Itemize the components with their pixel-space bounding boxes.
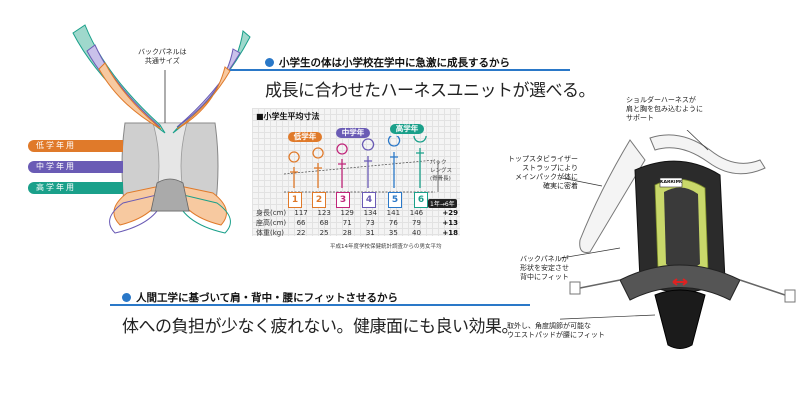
diff-header: 1年→6年 — [428, 199, 457, 208]
section1-heading-row: 小学生の体は小学校在学中に急激に成長するから — [265, 55, 510, 70]
callout-top-stabilizer: トップスタビライザー ストラップにより メインパックが体に 確実に密着 — [508, 155, 578, 190]
callout-back-panel: バックパネルが 形状を安定させ 背中にフィット — [520, 255, 569, 281]
table-row: 身長(cm) 117 123 129 134 141 146 +29 — [256, 209, 458, 217]
child-figures — [283, 136, 439, 193]
grade-pill-list: 低学年用 中学年用 高学年用 — [28, 140, 123, 194]
chart-title: ■小学生平均寸法 — [256, 112, 320, 121]
grade-pill-mid: 中学年用 — [28, 161, 123, 173]
grade-label-high: 高学年 — [390, 124, 424, 134]
harness-illustration — [72, 24, 251, 234]
average-size-chart: ■小学生平均寸法 低学年 中学年 高学年 バック レングス (脊骨長) 1 2 … — [252, 108, 460, 238]
section2-heading-row: 人間工学に基づいて肩・背中・腰にフィットさせるから — [122, 290, 398, 305]
section1-heading: 小学生の体は小学校在学中に急激に成長するから — [279, 57, 510, 69]
grade-pill-high: 高学年用 — [28, 182, 123, 194]
section1-subheading: 成長に合わせたハーネスユニットが選べる。 — [265, 81, 596, 101]
table-row: 座高(cm) 66 68 71 73 76 79 +13 — [256, 219, 458, 227]
grade-pill-low: 低学年用 — [28, 140, 123, 152]
stats-table: 身長(cm) 117 123 129 134 141 146 +29 座高(cm… — [254, 208, 460, 238]
back-length-annotation: バック レングス (脊骨長) — [430, 160, 453, 182]
chart-source-note: 平成14年度学校保健統計調査からの男女平均 — [330, 244, 442, 250]
grade-number-3: 3 — [336, 192, 350, 208]
grade-number-5: 5 — [388, 192, 402, 208]
grade-number-2: 2 — [312, 192, 326, 208]
grade-label-mid: 中学年 — [336, 128, 370, 138]
section1-rule — [230, 69, 570, 71]
callout-shoulder-harness: ショルダーハーネスが 肩と胸を包み込むように サポート — [626, 96, 703, 122]
grade-label-low: 低学年 — [288, 132, 322, 142]
bullet-icon — [265, 58, 274, 67]
bullet-icon — [122, 293, 131, 302]
table-row: 体重(kg) 22 25 28 31 35 40 +18 — [256, 229, 458, 237]
section2-subheading: 体への負担が少なく疲れない。健康面にも良い効果。 — [122, 317, 519, 337]
callout-waist-pad: 取外し、角度調節が可能な ウエストパッドが腰にフィット — [507, 322, 605, 339]
grade-number-1: 1 — [288, 192, 302, 208]
back-panel-label: バックパネルは 共通サイズ — [138, 48, 187, 66]
grade-number-4: 4 — [362, 192, 376, 208]
grade-number-6: 6 — [414, 192, 428, 208]
backpack-illustration — [560, 130, 796, 349]
section2-rule — [110, 304, 530, 306]
backpack-logo: KARRIMOR — [660, 180, 682, 185]
section2-heading: 人間工学に基づいて肩・背中・腰にフィットさせるから — [136, 292, 398, 304]
